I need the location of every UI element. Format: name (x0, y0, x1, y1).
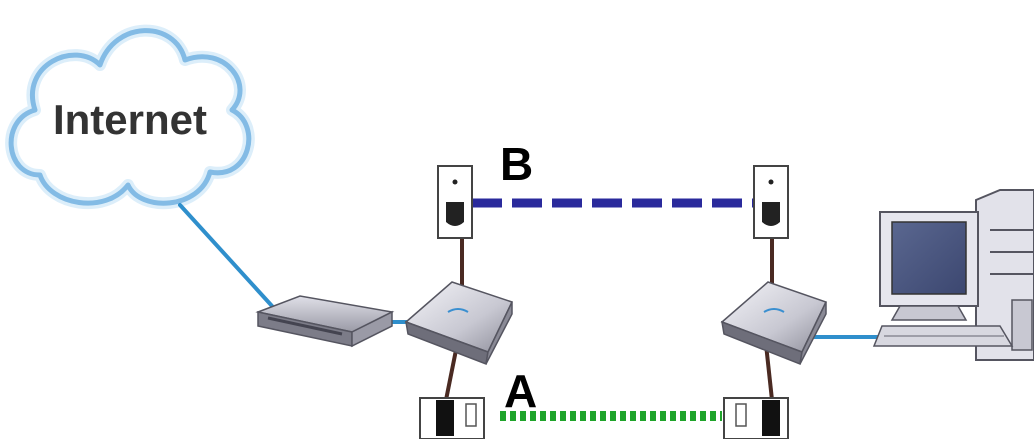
internet-label: Internet (53, 96, 207, 143)
powerline-adapter-icon (404, 281, 514, 366)
wall-outlet-icon (419, 397, 485, 439)
wall-outlet-icon (437, 165, 473, 239)
wall-outlet-icon (723, 397, 789, 439)
internet-cloud-icon (5, 24, 255, 210)
wall-outlet-icon (753, 165, 789, 239)
modem-icon (255, 295, 395, 348)
path-a-label: A (504, 365, 537, 417)
path-b-label: B (500, 138, 533, 190)
powerline-adapter-icon (720, 281, 828, 366)
computer-icon (872, 189, 1034, 361)
cloud-to-modem-cable (178, 203, 274, 308)
